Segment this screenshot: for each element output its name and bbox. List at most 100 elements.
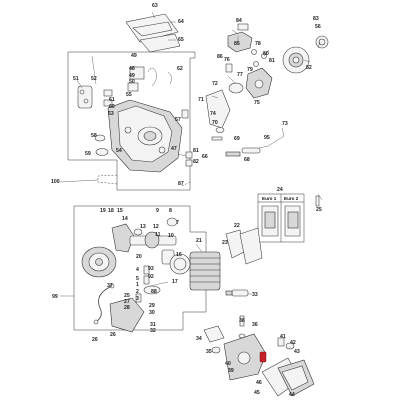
callout-36: 36 (252, 322, 258, 328)
callout-81-crankcase: 81 (193, 148, 199, 154)
callout-46: 46 (256, 380, 262, 386)
callout-53: 53 (108, 111, 114, 117)
callout-34: 34 (196, 336, 202, 342)
callout-28: 28 (124, 305, 130, 311)
callout-40: 40 (225, 361, 231, 367)
callout-50: 50 (129, 79, 135, 85)
callout-43: 43 (294, 349, 300, 355)
callout-78: 78 (255, 41, 261, 47)
callout-74: 74 (210, 111, 216, 117)
callout-11: 11 (155, 232, 161, 238)
callout-20: 20 (136, 254, 142, 260)
callout-47: 47 (171, 146, 177, 152)
callout-1: 1 (136, 282, 139, 288)
callout-84: 84 (236, 18, 242, 24)
callout-59: 59 (85, 151, 91, 157)
callout-79: 79 (247, 67, 253, 73)
callout-81: 81 (269, 58, 275, 64)
callout-22: 22 (234, 223, 240, 229)
callout-58: 58 (91, 133, 97, 139)
callout-35: 35 (206, 349, 212, 355)
callout-25-lower: 25 (124, 293, 130, 299)
callout-44: 44 (289, 392, 295, 398)
carburetor-assembly (203, 315, 315, 397)
callout-80: 80 (263, 51, 269, 57)
callout-82-crankcase: 82 (193, 159, 199, 165)
callout-39: 39 (228, 368, 234, 374)
spark-plug (225, 289, 249, 297)
callout-63: 63 (152, 3, 158, 9)
callout-14: 14 (122, 216, 128, 222)
callout-27: 27 (124, 299, 130, 305)
callout-64: 64 (178, 19, 184, 25)
cover-plate-assembly (125, 11, 181, 53)
engine-group (60, 205, 221, 333)
label-euro-2: Euro 2 (284, 196, 299, 201)
muffler-parts (225, 227, 263, 265)
callout-23: 23 (222, 240, 228, 246)
callout-7: 7 (176, 220, 179, 226)
callout-87: 87 (178, 181, 184, 187)
callout-5: 5 (136, 276, 139, 282)
callout-4: 4 (136, 267, 139, 273)
callout-25: 25 (316, 207, 322, 213)
callout-61: 61 (109, 97, 115, 103)
callout-68: 68 (244, 157, 250, 163)
callout-56: 56 (315, 24, 321, 30)
callout-54: 54 (116, 148, 122, 154)
callout-38: 38 (239, 318, 245, 324)
callout-83: 83 (313, 16, 319, 22)
callout-8: 8 (169, 208, 172, 214)
callout-82: 82 (306, 65, 312, 71)
callout-70: 70 (212, 120, 218, 126)
callout-60: 60 (109, 104, 115, 110)
callout-99: 99 (52, 294, 58, 300)
callout-19: 19 (100, 208, 106, 214)
callout-13: 13 (140, 224, 146, 230)
callout-51: 51 (73, 76, 79, 82)
callout-69: 69 (234, 136, 240, 142)
callout-2: 2 (136, 289, 139, 295)
callout-88: 88 (151, 289, 157, 295)
callout-48: 48 (129, 66, 135, 72)
clutch-assembly (205, 23, 329, 157)
callout-76: 76 (224, 57, 230, 63)
callout-100: 100 (51, 179, 60, 185)
callout-29: 29 (149, 303, 155, 309)
leader-lines (76, 29, 321, 295)
callout-65: 65 (178, 37, 184, 43)
callout-55: 55 (126, 92, 132, 98)
callout-26-right: 26 (110, 332, 116, 338)
callout-45: 45 (254, 390, 260, 396)
callout-71: 71 (198, 97, 204, 103)
callout-66: 66 (202, 154, 208, 160)
callout-9: 9 (156, 208, 159, 214)
callout-42: 42 (290, 340, 296, 346)
callout-49-upper: 49 (131, 53, 137, 59)
crankcase-group (59, 51, 196, 191)
label-euro-1: Euro 1 (262, 196, 277, 201)
callout-17: 17 (172, 279, 178, 285)
callout-labels: 63 64 65 84 85 86 83 56 49 48 49 50 62 5… (51, 3, 322, 398)
filter-variant-box (257, 193, 323, 243)
callout-77: 77 (237, 72, 243, 78)
callout-41: 41 (280, 334, 286, 340)
callout-95: 95 (264, 135, 270, 141)
callout-18: 18 (108, 208, 114, 214)
callout-26-left: 26 (92, 337, 98, 343)
callout-52: 52 (91, 76, 97, 82)
callout-72: 72 (212, 81, 218, 87)
callout-21: 21 (196, 238, 202, 244)
callout-49-lower: 49 (129, 73, 135, 79)
callout-57: 57 (175, 117, 181, 123)
callout-31: 31 (150, 322, 156, 328)
callout-62: 62 (177, 66, 183, 72)
callout-37: 37 (107, 283, 113, 289)
callout-33: 33 (252, 292, 258, 298)
callout-24: 24 (277, 187, 283, 193)
callout-86: 86 (217, 54, 223, 60)
callout-3: 3 (136, 296, 139, 302)
callout-32: 32 (150, 328, 156, 334)
callout-12: 12 (153, 224, 159, 230)
